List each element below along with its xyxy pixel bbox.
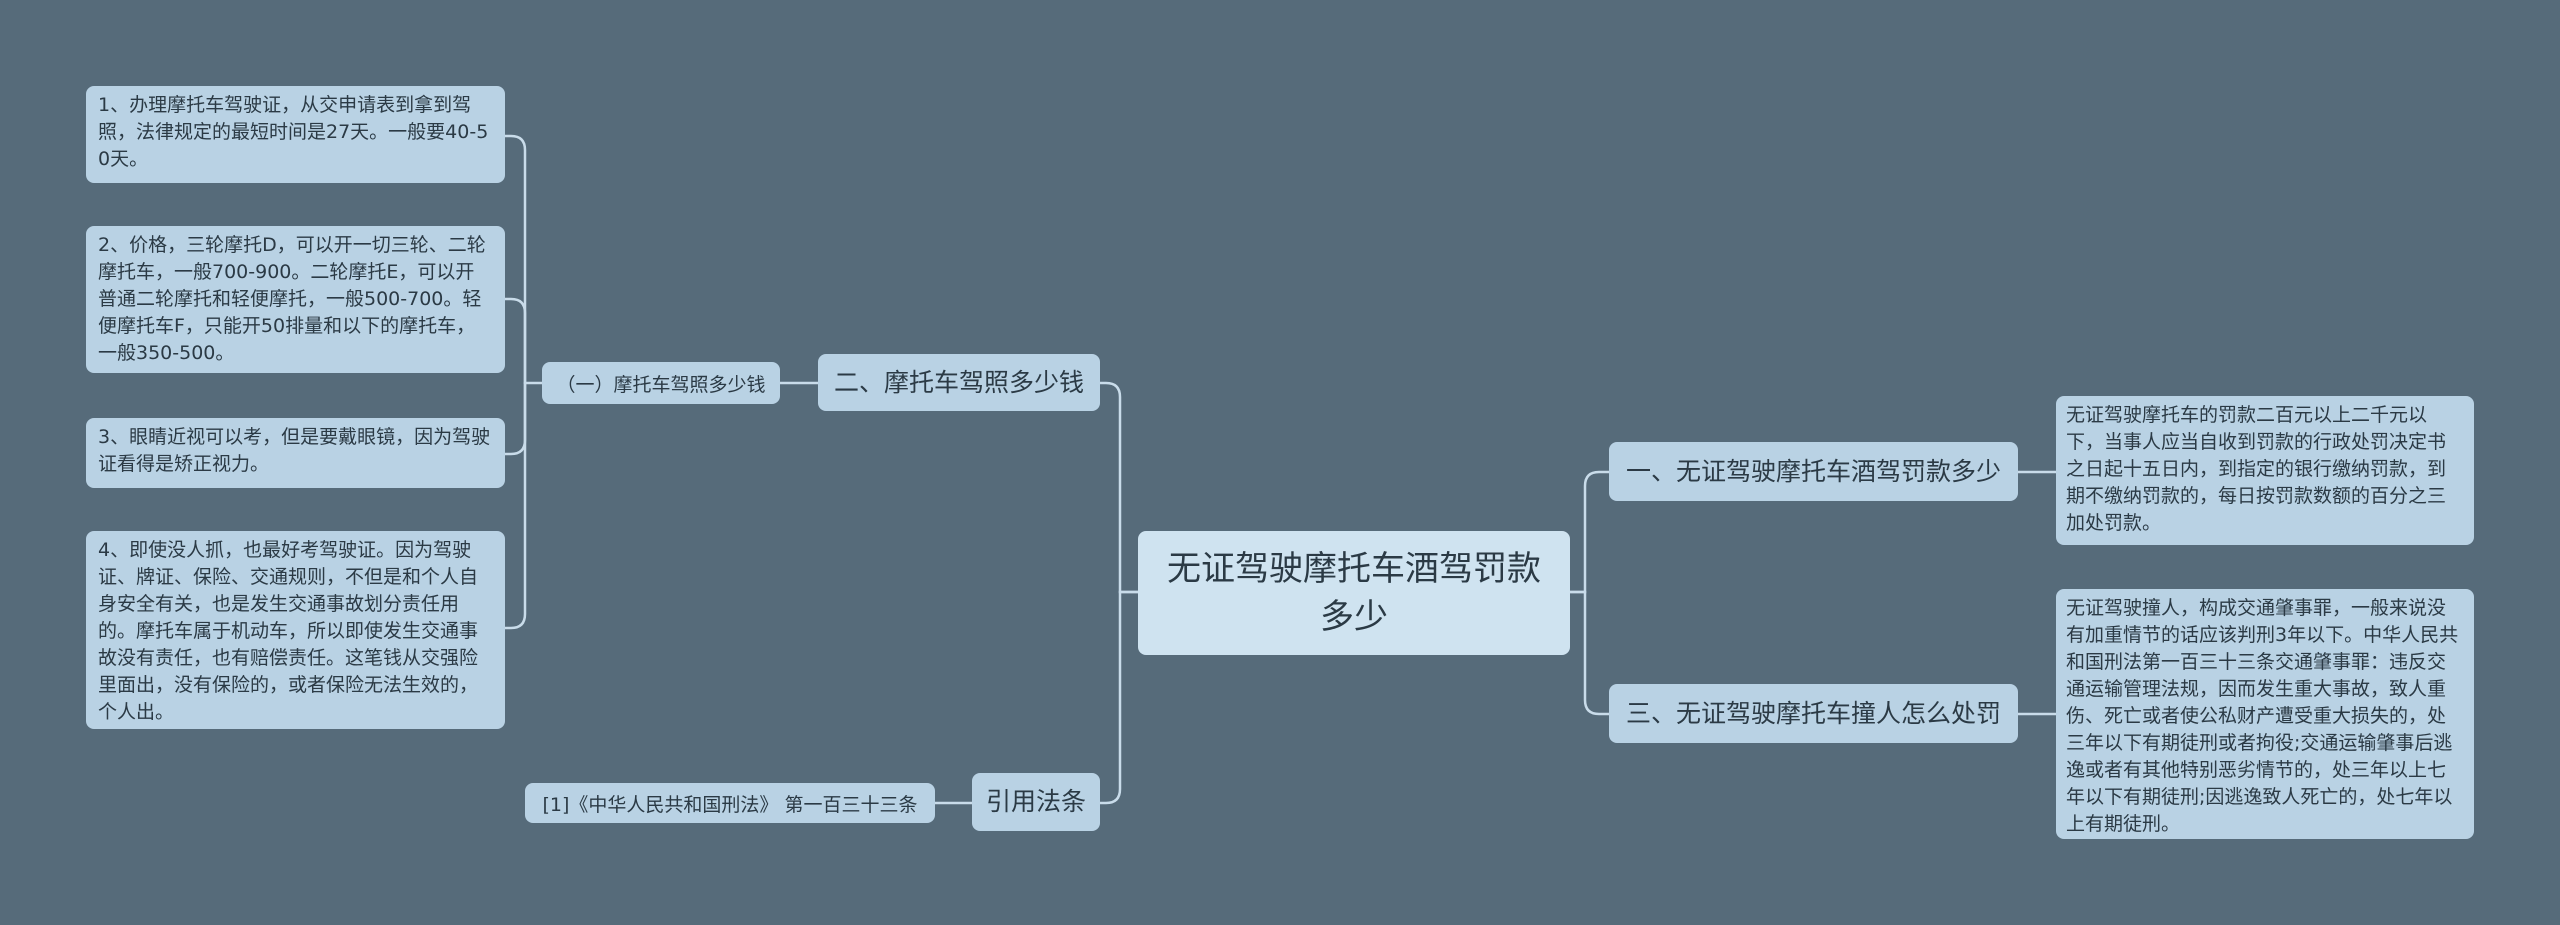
branch-law-reference-label: 引用法条 xyxy=(985,787,1086,816)
root-title: 无证驾驶摩托车酒驾罚款多少 xyxy=(1167,549,1541,637)
connector-root-b2 xyxy=(1098,381,1140,594)
law-reference-leaf[interactable]: [1]《中华人民共和国刑法》 第一百三十三条 xyxy=(525,783,935,823)
sub-topic-license-cost[interactable]: （一）摩托车驾照多少钱 xyxy=(542,362,780,404)
leaf-price-text: 2、价格，三轮摩托D，可以开一切三轮、二轮摩托车，一般700-900。二轮摩托E… xyxy=(98,234,486,364)
branch-license-cost[interactable]: 二、摩托车驾照多少钱 xyxy=(818,354,1100,411)
sub-topic-label: （一）摩托车驾照多少钱 xyxy=(556,373,766,396)
branch-accident-penalty[interactable]: 三、无证驾驶摩托车撞人怎么处罚 xyxy=(1609,684,2018,743)
connector-leaf-4 xyxy=(503,381,527,630)
connector-leaf-1 xyxy=(503,134,527,385)
leaf-eyesight-text: 3、眼睛近视可以考，但是要戴眼镜，因为驾驶证看得是矫正视力。 xyxy=(98,426,491,475)
law-reference-text: [1]《中华人民共和国刑法》 第一百三十三条 xyxy=(542,793,918,816)
leaf-processing-time-text: 1、办理摩托车驾驶证，从交申请表到拿到驾照，法律规定的最短时间是27天。一般要4… xyxy=(98,94,489,170)
leaf-price[interactable]: 2、价格，三轮摩托D，可以开一切三轮、二轮摩托车，一般700-900。二轮摩托E… xyxy=(86,226,505,373)
connector-leaf-2 xyxy=(503,297,527,385)
root-topic[interactable]: 无证驾驶摩托车酒驾罚款多少 xyxy=(1138,531,1570,655)
leaf-why-license-text: 4、即使没人抓，也最好考驾驶证。因为驾驶证、牌证、保险、交通规则，不但是和个人自… xyxy=(98,539,479,723)
connector-root-b4 xyxy=(1098,590,1140,805)
leaf-fine-detail[interactable]: 无证驾驶摩托车的罚款二百元以上二千元以下，当事人应当自收到罚款的行政处罚决定书之… xyxy=(2056,396,2474,545)
connector-root-b1 xyxy=(1568,470,1611,594)
leaf-processing-time[interactable]: 1、办理摩托车驾驶证，从交申请表到拿到驾照，法律规定的最短时间是27天。一般要4… xyxy=(86,86,505,183)
leaf-eyesight[interactable]: 3、眼睛近视可以考，但是要戴眼镜，因为驾驶证看得是矫正视力。 xyxy=(86,418,505,488)
branch-license-cost-label: 二、摩托车驾照多少钱 xyxy=(833,367,1084,397)
leaf-accident-detail[interactable]: 无证驾驶撞人，构成交通肇事罪，一般来说没有加重情节的话应该判刑3年以下。中华人民… xyxy=(2056,589,2474,839)
leaf-why-license[interactable]: 4、即使没人抓，也最好考驾驶证。因为驾驶证、牌证、保险、交通规则，不但是和个人自… xyxy=(86,531,505,729)
branch-fine-label: 一、无证驾驶摩托车酒驾罚款多少 xyxy=(1625,456,2001,486)
branch-law-reference[interactable]: 引用法条 xyxy=(972,773,1100,831)
leaf-fine-detail-text: 无证驾驶摩托车的罚款二百元以上二千元以下，当事人应当自收到罚款的行政处罚决定书之… xyxy=(2066,404,2447,534)
connector-root-b3 xyxy=(1568,590,1611,716)
branch-fine[interactable]: 一、无证驾驶摩托车酒驾罚款多少 xyxy=(1609,442,2018,501)
branch-accident-penalty-label: 三、无证驾驶摩托车撞人怎么处罚 xyxy=(1625,698,2001,728)
leaf-accident-detail-text: 无证驾驶撞人，构成交通肇事罪，一般来说没有加重情节的话应该判刑3年以下。中华人民… xyxy=(2066,597,2459,835)
connector-leaf-3 xyxy=(503,381,527,456)
